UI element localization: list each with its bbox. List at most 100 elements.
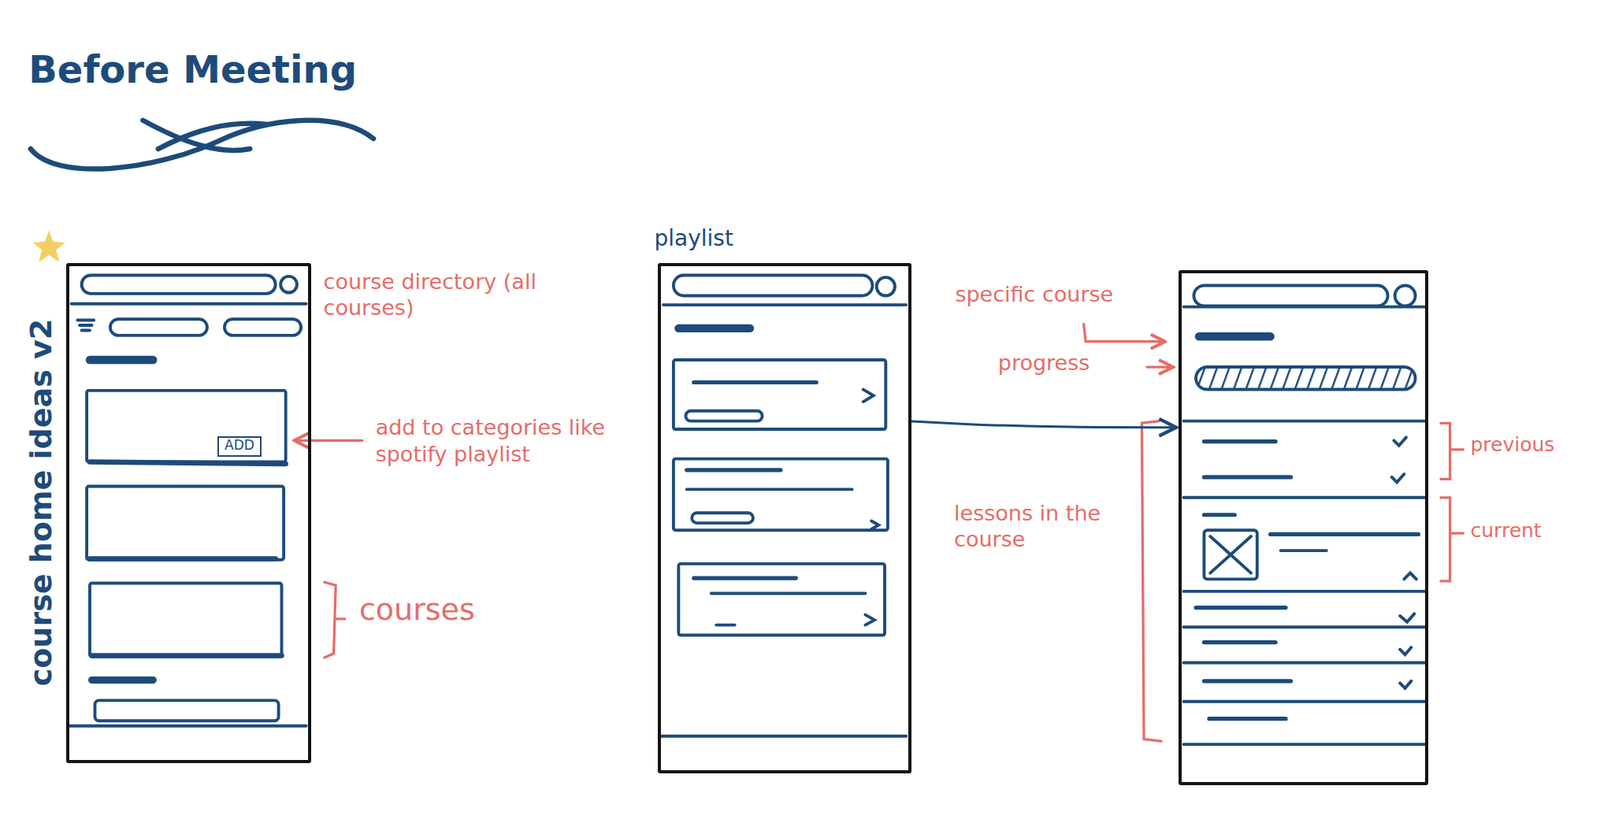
directory-screen xyxy=(71,302,307,306)
course-screen xyxy=(1203,512,1235,517)
course-screen xyxy=(1184,305,1426,309)
course-screen xyxy=(1184,419,1426,424)
course-screen xyxy=(1399,613,1415,622)
playlist-screen xyxy=(660,275,906,737)
directory-screen xyxy=(69,275,307,727)
annotation-marks xyxy=(1440,423,1463,479)
annotation-marks xyxy=(296,439,363,442)
flow-arrow xyxy=(911,421,1177,428)
button-label: ADD xyxy=(223,438,256,454)
playlist-screen xyxy=(871,521,879,530)
directory-screen xyxy=(86,390,286,463)
directory-screen xyxy=(77,319,94,323)
directory-screen xyxy=(81,275,276,294)
playlist-screen xyxy=(686,487,853,491)
annotation-text: courses xyxy=(359,591,476,630)
annotation-marks xyxy=(324,582,346,658)
directory-screen xyxy=(89,583,283,658)
course-screen xyxy=(1203,475,1291,479)
directory-screen xyxy=(86,486,284,561)
course-screen xyxy=(1203,640,1276,645)
directory-screen xyxy=(110,319,208,336)
playlist-screen xyxy=(716,623,735,628)
title-swash xyxy=(30,120,374,170)
directory-screen xyxy=(89,556,276,561)
course-screen xyxy=(1399,647,1411,655)
directory-screen xyxy=(92,653,283,658)
directory-screen xyxy=(89,356,153,364)
course-screen xyxy=(1203,530,1257,580)
title-swash xyxy=(158,123,268,149)
course-screen xyxy=(1393,437,1407,446)
title-swash xyxy=(30,120,374,170)
annotation-text: lessons in the course xyxy=(954,500,1112,554)
course-screen xyxy=(1392,474,1405,483)
playlist-screen xyxy=(876,277,895,296)
course-screen xyxy=(1203,439,1276,444)
course-screen xyxy=(1184,590,1426,594)
phone-frame: playlist xyxy=(657,263,911,774)
course-screen xyxy=(1210,536,1252,574)
playlist-screen xyxy=(673,275,873,297)
playlist-screen xyxy=(694,380,817,385)
page-title: Before Meeting xyxy=(28,47,357,92)
playlist-screen xyxy=(711,592,866,596)
course-screen xyxy=(1280,549,1327,553)
playlist-screen xyxy=(663,303,906,307)
course-screen xyxy=(1270,532,1419,537)
star-mark xyxy=(32,230,65,263)
annotation-marks xyxy=(1147,365,1172,368)
screen-heading: course home ideas v2 xyxy=(23,319,59,687)
course-screen xyxy=(1203,679,1291,684)
playlist-screen xyxy=(685,411,762,422)
annotation-text: specific course xyxy=(954,281,1114,309)
directory-screen xyxy=(89,461,286,465)
course-screen xyxy=(1195,605,1286,610)
playlist-screen xyxy=(678,564,885,636)
course-screen xyxy=(1184,285,1426,745)
course-screen xyxy=(1403,573,1417,580)
course-screen xyxy=(1184,742,1426,747)
course-screen xyxy=(1184,661,1426,665)
annotation-text: progress xyxy=(998,349,1091,377)
playlist-screen xyxy=(673,360,886,430)
annotation-marks xyxy=(1440,497,1463,582)
directory-screen xyxy=(224,319,301,336)
phone-frame xyxy=(1178,270,1429,786)
playlist-screen xyxy=(691,512,754,524)
annotation-text: previous xyxy=(1470,432,1555,457)
directory-screen xyxy=(81,329,90,333)
annotation-text: course directory (all courses) xyxy=(323,268,561,323)
directory-screen xyxy=(69,724,307,728)
phone-frame: course home ideas v2ADD xyxy=(66,263,312,764)
course-screen xyxy=(1209,716,1286,721)
annotation-text: add to categories like spotify playlist xyxy=(375,414,652,468)
playlist-screen xyxy=(686,467,781,472)
course-screen xyxy=(1395,285,1416,306)
directory-screen xyxy=(94,700,279,721)
annotation-text: current xyxy=(1470,518,1541,543)
playlist-screen xyxy=(864,615,875,626)
course-screen xyxy=(1184,625,1426,629)
annotation-marks xyxy=(1083,324,1164,342)
course-screen xyxy=(1184,700,1426,704)
playlist-screen xyxy=(660,735,906,739)
directory-screen xyxy=(92,676,154,684)
playlist-screen xyxy=(863,389,874,403)
screen-heading: playlist xyxy=(653,225,733,252)
course-screen xyxy=(1193,285,1388,306)
course-screen xyxy=(1399,681,1411,689)
annotation-marks xyxy=(1141,421,1162,743)
directory-screen xyxy=(280,276,297,294)
add-button: ADD xyxy=(217,436,262,457)
course-screen xyxy=(1184,496,1426,500)
directory-screen xyxy=(79,323,93,327)
annotation-marks xyxy=(296,324,1464,743)
course-screen xyxy=(1199,332,1271,341)
course-screen xyxy=(1195,367,1415,390)
